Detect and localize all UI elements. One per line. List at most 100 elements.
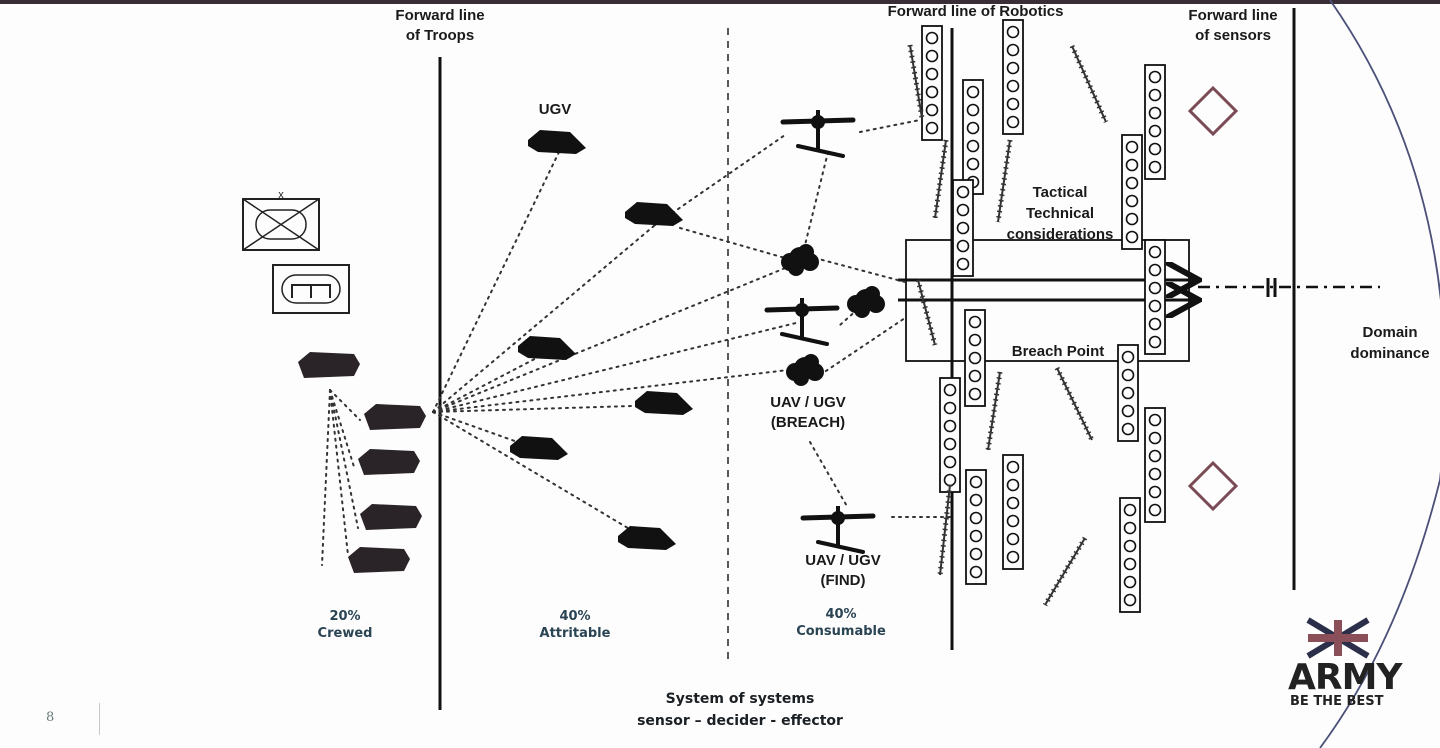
dotted-link bbox=[321, 389, 331, 566]
dotted-link bbox=[814, 257, 906, 283]
ugv-label: UGV bbox=[538, 101, 572, 118]
barrier-icon bbox=[915, 279, 938, 346]
dotted-link bbox=[809, 441, 849, 509]
crewed-vehicle-icon bbox=[360, 504, 422, 530]
domain-arc bbox=[1319, 0, 1440, 748]
ugv-icon bbox=[518, 336, 576, 360]
dotted-link bbox=[432, 261, 801, 413]
breach-ugv-icon bbox=[847, 286, 885, 318]
label-line-1: Tactical bbox=[1032, 184, 1088, 201]
robot-column bbox=[1117, 344, 1139, 442]
dotted-link bbox=[679, 227, 786, 259]
sensor-diamond-bottom bbox=[1187, 460, 1239, 512]
robot-column bbox=[1121, 134, 1143, 250]
barrier-icon bbox=[907, 44, 925, 119]
breach-point-label: Breach Point bbox=[1011, 343, 1105, 360]
robot-column bbox=[1002, 454, 1024, 570]
army-logo-text: ARMY bbox=[1288, 657, 1402, 698]
ugv-icon bbox=[625, 202, 683, 226]
label-line-1: Domain bbox=[1362, 324, 1418, 341]
drone-icon bbox=[800, 506, 876, 554]
caption-line-2: sensor – decider - effector bbox=[637, 713, 843, 729]
robot-column bbox=[939, 377, 961, 493]
dotted-link bbox=[329, 389, 361, 421]
union-flag-icon bbox=[1306, 617, 1370, 659]
army-tagline: BE THE BEST bbox=[1290, 694, 1384, 709]
crewed-vehicle-icon bbox=[348, 547, 410, 573]
ugv-icon bbox=[510, 436, 568, 460]
dotted-link bbox=[432, 224, 656, 413]
label-line-1: UAV / UGV bbox=[805, 552, 881, 569]
uav-ugv-breach-label: UAV / UGV (BREACH) bbox=[748, 393, 868, 433]
robot-column bbox=[1119, 497, 1141, 613]
dotted-link bbox=[329, 389, 349, 556]
zone-consumable: 40% Consumable bbox=[780, 606, 902, 640]
zone-percent: 40% bbox=[559, 609, 591, 624]
dotted-link bbox=[432, 367, 806, 413]
crewed-vehicle-icon bbox=[358, 449, 420, 475]
breach-ugv-icon bbox=[786, 354, 824, 386]
robot-column bbox=[964, 309, 986, 407]
label-line-2: Technical bbox=[1025, 205, 1095, 222]
dotted-link bbox=[432, 411, 649, 541]
dotted-link bbox=[432, 321, 801, 413]
svg-text:x: x bbox=[278, 189, 284, 201]
barrier-icon bbox=[1042, 536, 1088, 607]
ugv-icon bbox=[528, 130, 586, 154]
barriers bbox=[907, 44, 1109, 607]
zone-percent: 20% bbox=[329, 609, 361, 624]
barrier-icon bbox=[937, 484, 953, 576]
vehicles bbox=[298, 110, 885, 573]
uav-ugv-find-label: UAV / UGV (FIND) bbox=[783, 551, 903, 591]
ugv-icon bbox=[635, 391, 693, 415]
page-number: 8 bbox=[46, 710, 55, 725]
zone-attritable: 40% Attritable bbox=[528, 608, 622, 642]
caption-line-1: System of systems bbox=[665, 691, 815, 707]
tactical-considerations-label: Tactical Technical considerations bbox=[1000, 182, 1120, 245]
barrier-icon bbox=[1069, 44, 1109, 124]
dotted-link bbox=[819, 317, 906, 376]
dotted-link bbox=[432, 149, 561, 413]
ugv-icon bbox=[618, 526, 676, 550]
robot-column bbox=[1144, 239, 1166, 355]
barrier-icon bbox=[1054, 366, 1095, 442]
barrier-icon bbox=[995, 139, 1013, 223]
dotted-link bbox=[804, 151, 829, 246]
zone-name: Consumable bbox=[796, 624, 886, 639]
slide-top-bar bbox=[0, 0, 1440, 4]
crewed-vehicle-icon bbox=[364, 404, 426, 430]
dotted-link bbox=[329, 389, 356, 471]
label-line-2: of Troops bbox=[405, 27, 475, 44]
robot-column bbox=[921, 25, 943, 141]
robot-columns bbox=[921, 19, 1166, 613]
barrier-icon bbox=[932, 139, 949, 219]
forward-line-sensors-label: Forward line of sensors bbox=[1172, 6, 1294, 46]
barrier-icon bbox=[985, 371, 1003, 451]
page-separator bbox=[99, 703, 100, 735]
zone-crewed: 20% Crewed bbox=[300, 608, 390, 642]
robot-column bbox=[1002, 19, 1024, 135]
forward-line-troops-label: Forward line of Troops bbox=[375, 6, 505, 46]
dotted-link bbox=[654, 134, 786, 226]
drone-icon bbox=[764, 298, 840, 346]
zone-percent: 40% bbox=[825, 607, 857, 622]
sensor-diamond-top bbox=[1187, 85, 1239, 137]
robot-column bbox=[962, 79, 984, 195]
label-line-2: of sensors bbox=[1195, 27, 1271, 44]
label-line-1: Forward line bbox=[1188, 7, 1278, 24]
robot-column bbox=[952, 179, 974, 277]
dotted-link bbox=[432, 351, 549, 413]
label-line-2: (FIND) bbox=[820, 572, 866, 589]
zone-name: Attritable bbox=[539, 626, 611, 641]
label-line-2: dominance bbox=[1350, 345, 1430, 362]
forward-line-robotics-label: Forward line of Robotics bbox=[887, 3, 1064, 20]
dotted-link bbox=[432, 411, 541, 451]
dotted-link bbox=[329, 389, 359, 529]
robot-column bbox=[965, 469, 987, 585]
hq-armoured-symbol-icon: x bbox=[242, 189, 320, 251]
breach-ugv-icon bbox=[781, 244, 819, 276]
robot-column bbox=[1144, 64, 1166, 180]
label-line-3: considerations bbox=[1006, 226, 1114, 243]
tracked-unit-symbol-icon bbox=[272, 264, 350, 314]
